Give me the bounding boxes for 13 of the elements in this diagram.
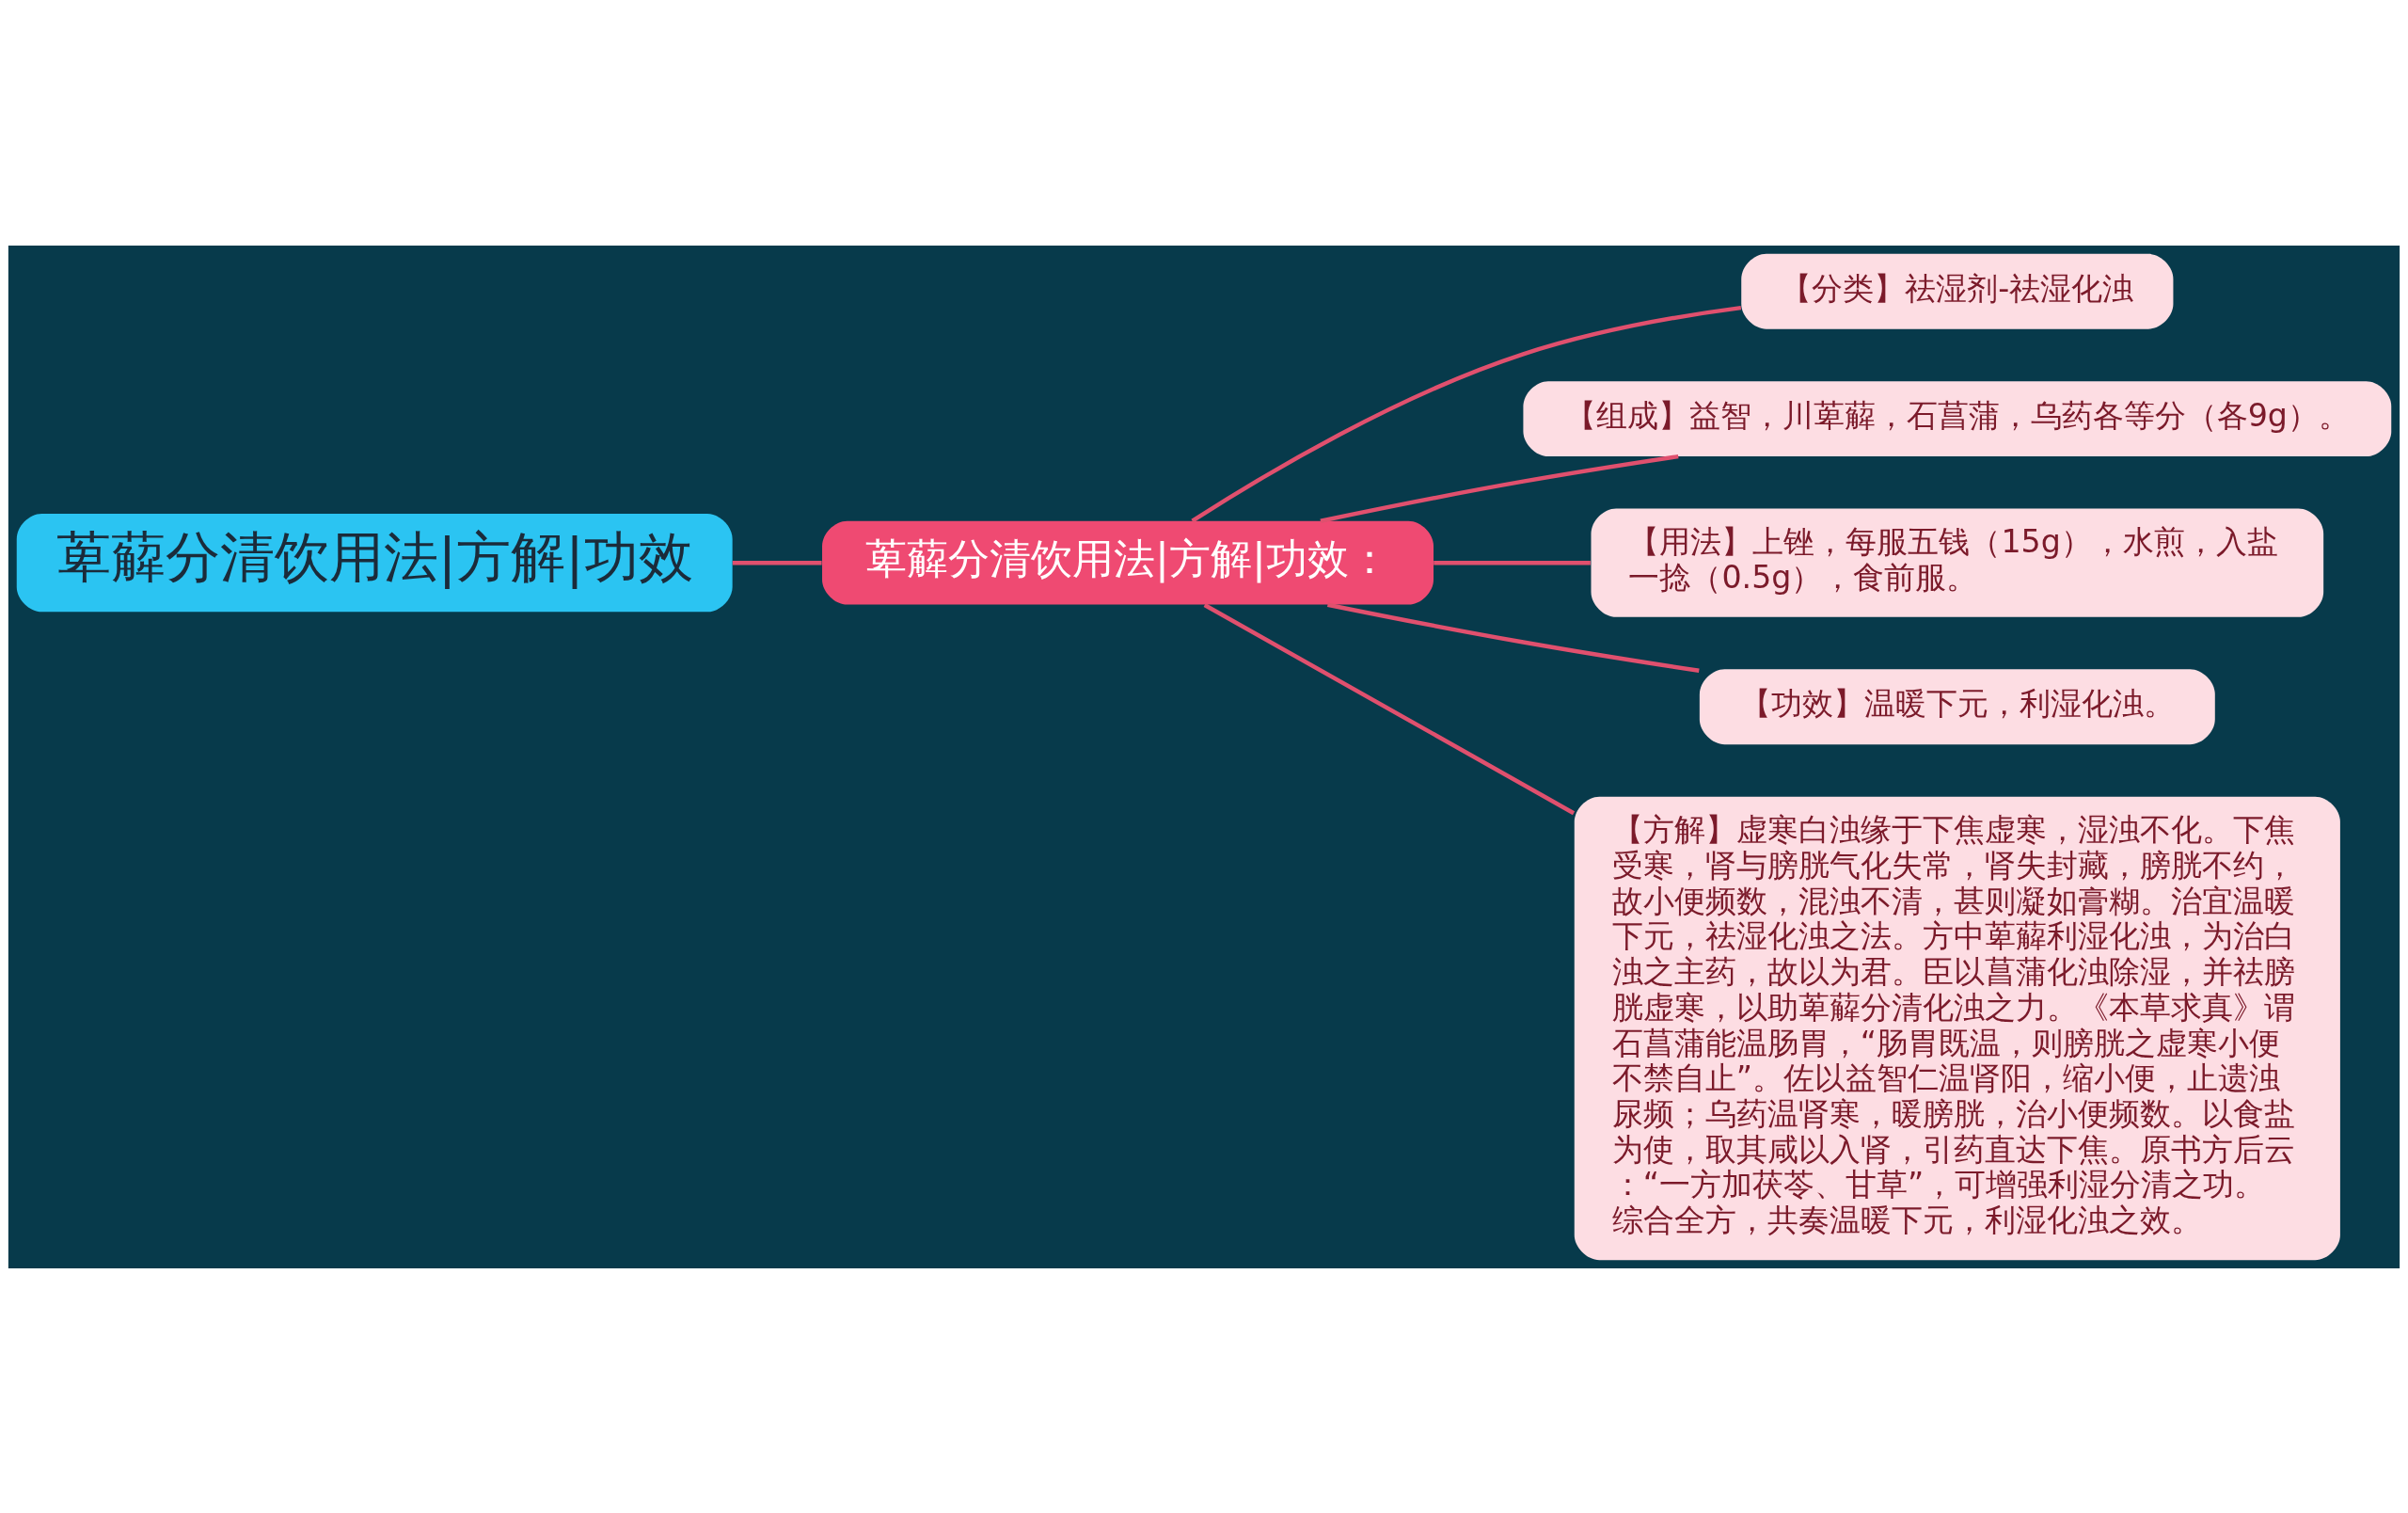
- node-box: 【方解】虚寒白浊缘于下焦虚寒，湿浊不化。下焦受寒，肾与膀胱气化失常，肾失封藏，膀胱不约，故小便频数，混浊不清，甚则凝如膏糊。治宜温暖下元，祛湿化浊之法。方中萆薢利湿化浊，为治白浊之主药，故以为君。臣以菖蒲化浊除湿，并祛膀胱虚寒，以助萆薢分清化浊之力。《本草求真》谓石菖蒲能温肠胃，“肠胃既温，则膀胱之虚寒小便不禁自止”。佐以益智仁温肾阳，缩小便，止遗浊尿频；乌药温肾寒，暖膀胱，治小便频数。以食盐为使，取其咸以入肾，引药直达下焦。原书方后云：“一方加茯苓、甘草”，可增强利湿分清之功。综合全方，共奏温暖下元，利湿化浊之效。: [1574, 796, 2340, 1260]
- node-box: 【功效】温暖下元，利湿化浊。: [1699, 668, 2215, 744]
- connector: [1327, 602, 1700, 673]
- connector: [1320, 454, 1679, 523]
- node-box: 萆薢分清饮用法|方解|功效：: [822, 520, 1434, 605]
- node-box: 【用法】上锉，每服五钱（15g），水煎，入盐一捻（0.5g），食前服。: [1591, 508, 2324, 617]
- connector: [1434, 560, 1591, 565]
- node-box: 萆薢分清饮用法|方解|功效: [16, 513, 733, 612]
- connector: [1191, 305, 1742, 523]
- connector: [732, 560, 822, 565]
- node-box: 【组成】益智，川萆薢，石菖蒲，乌药各等分（各9g）。: [1523, 380, 2392, 456]
- node-box: 【分类】祛湿剂-祛湿化浊: [1741, 253, 2174, 329]
- connector: [1203, 602, 1576, 815]
